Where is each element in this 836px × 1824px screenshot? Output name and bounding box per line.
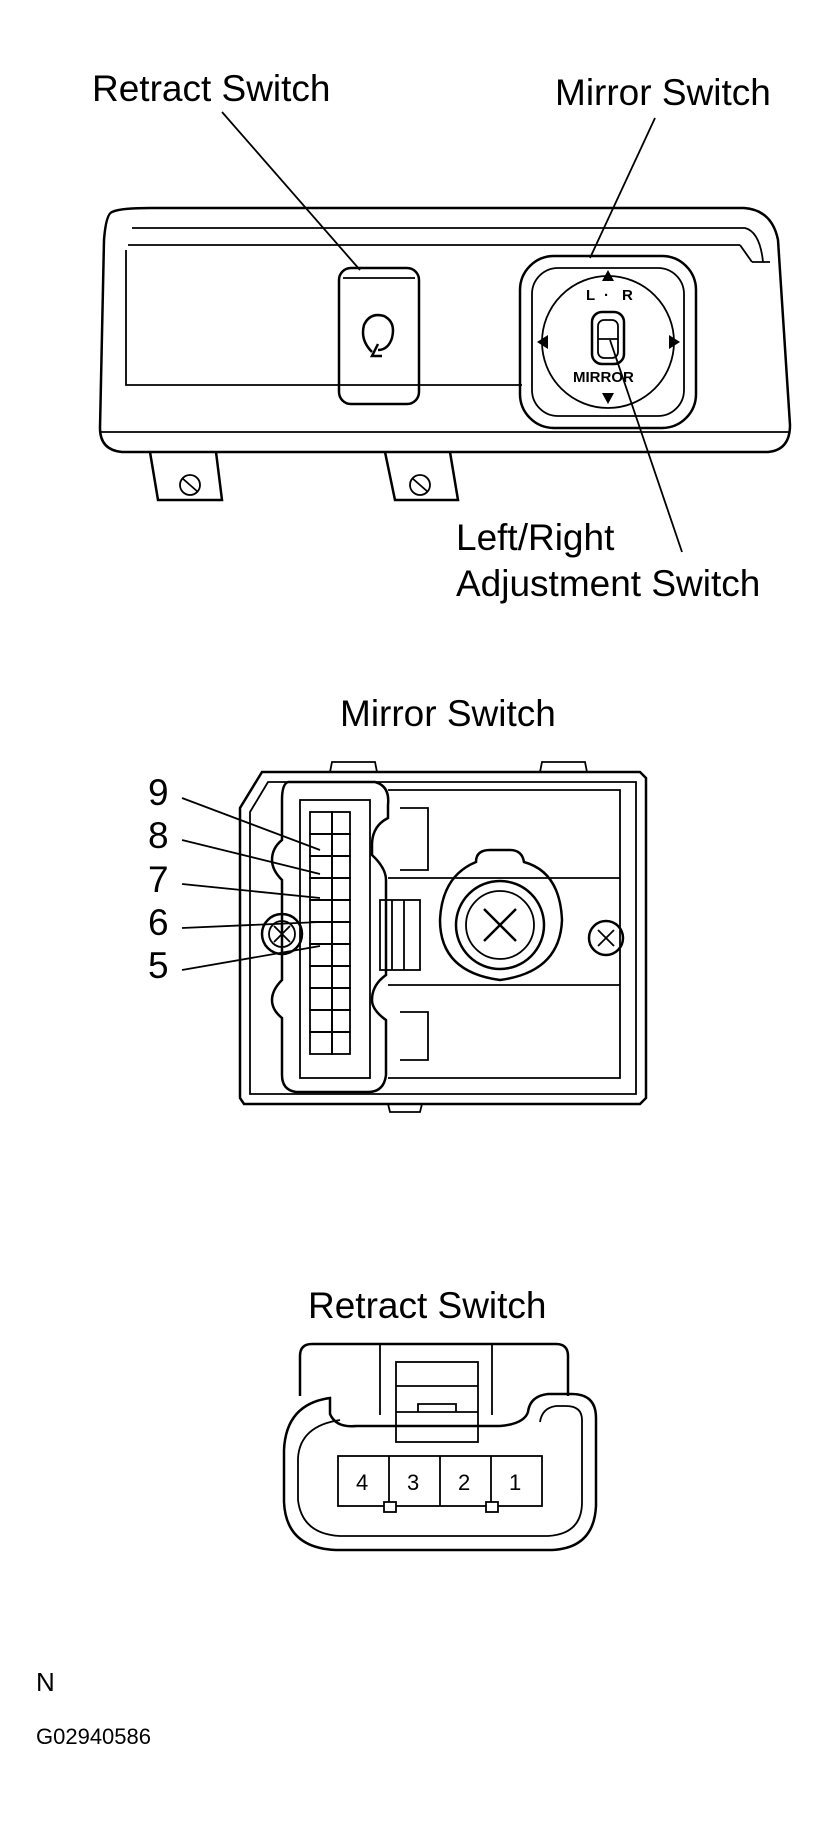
leader-lr-adjustment: [609, 339, 683, 553]
arrow-right-icon: [669, 335, 680, 349]
mounting-tab-right: [383, 451, 460, 502]
figure-code: G02940586: [36, 1724, 151, 1749]
pin-label-6: 6: [148, 902, 169, 943]
knob-label-dot: ·: [604, 287, 609, 304]
mirror-switch-connector: Mirror Switch: [148, 693, 648, 1113]
leader-mirror-switch: [589, 117, 656, 259]
leader-pin-6: [181, 921, 321, 929]
screw-cross-icon: [438, 848, 564, 982]
retract-fold-icon: [361, 313, 395, 358]
retract-switch-button: [337, 266, 421, 406]
retract-connector-title: Retract Switch: [308, 1285, 547, 1326]
arrow-up-icon: [602, 270, 614, 281]
leader-pin-7: [181, 883, 321, 899]
retract-pin-1: 1: [509, 1470, 521, 1495]
knob-label-right: R: [622, 287, 633, 304]
pin-label-7: 7: [148, 859, 169, 900]
retract-pin-2: 2: [458, 1470, 470, 1495]
knob-label-left: L: [586, 287, 595, 304]
callout-lr-line1: Left/Right: [456, 517, 615, 558]
terminal-cavities: [309, 811, 351, 1055]
callout-mirror-switch: Mirror Switch: [555, 72, 771, 113]
leader-pin-9: [181, 797, 321, 851]
lr-adjustment-toggle: [590, 310, 626, 366]
knob-label-mirror: MIRROR: [573, 369, 634, 386]
screw-right-icon: [587, 919, 625, 957]
leader-pin-8: [181, 839, 321, 875]
pin-label-8: 8: [148, 815, 169, 856]
footer-letter: N: [36, 1667, 55, 1697]
leader-retract-switch: [221, 111, 361, 271]
arrow-down-icon: [602, 393, 614, 404]
retract-switch-connector: Retract Switch 4 3 2 1: [282, 1285, 598, 1552]
mounting-tab-left: [148, 451, 224, 502]
retract-pin-3: 3: [407, 1470, 419, 1495]
leader-pin-5: [181, 945, 321, 971]
arrow-left-icon: [537, 335, 548, 349]
pin-label-9: 9: [148, 772, 169, 813]
callout-lr-line2: Adjustment Switch: [456, 563, 760, 604]
retract-pin-4: 4: [356, 1470, 368, 1495]
pin-label-5: 5: [148, 945, 169, 986]
mirror-connector-title: Mirror Switch: [340, 693, 556, 734]
screw-left-icon: [260, 912, 304, 956]
callout-retract-switch: Retract Switch: [92, 68, 331, 109]
mirror-switch-knob: L · R MIRROR: [518, 254, 698, 430]
switch-panel-illustration: L · R MIRROR Retract Switch Mirror Switc…: [92, 68, 792, 604]
